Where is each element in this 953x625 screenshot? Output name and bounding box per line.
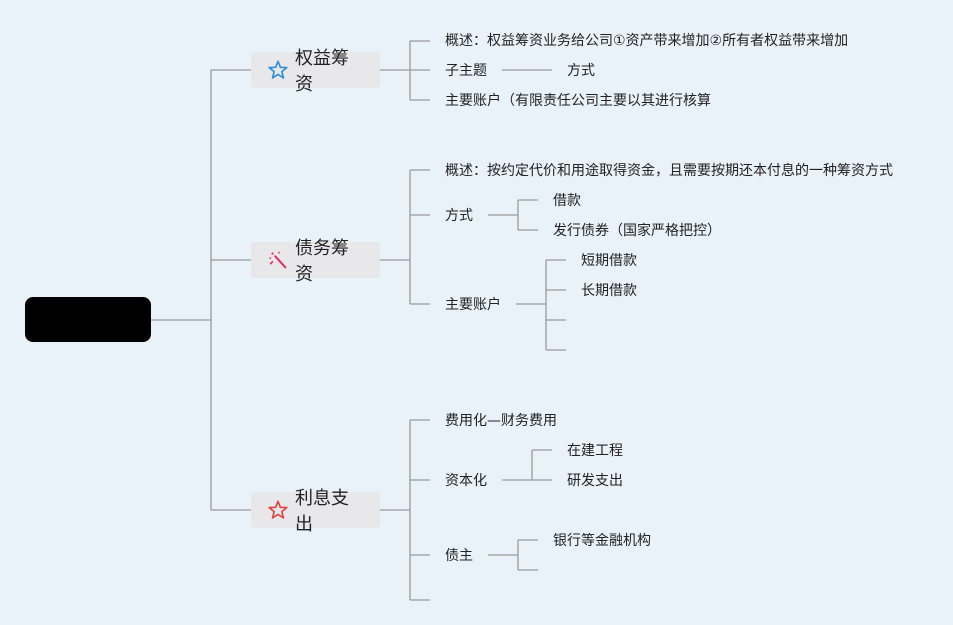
topic-equity-financing[interactable]: 权益筹资 — [251, 48, 380, 95]
debt-method-node[interactable]: 方式 — [445, 208, 473, 224]
equity-accounts-node[interactable]: 主要账户（有限责任公司主要以其进行核算 — [445, 93, 711, 109]
magic-wand-icon — [269, 251, 287, 269]
equity-subtopic-node[interactable]: 子主题 — [445, 63, 487, 79]
creditor-bank-node[interactable]: 银行等金融机构 — [553, 533, 651, 549]
debt-bond-node[interactable]: 发行债券（国家严格把控） — [553, 223, 721, 239]
debt-loan-node[interactable]: 借款 — [553, 193, 581, 209]
capitalize-construction-node[interactable]: 在建工程 — [567, 443, 623, 459]
topic-label: 利息支出 — [295, 488, 349, 535]
topic-label: 权益筹资 — [295, 48, 349, 95]
debt-overview-node[interactable]: 概述：按约定代价和用途取得资金，且需要按期还本付息的一种筹资方式 — [445, 163, 893, 179]
debt-long-term-loan-node[interactable]: 长期借款 — [581, 283, 637, 299]
star-outline-icon — [268, 500, 288, 519]
equity-method-node[interactable]: 方式 — [567, 63, 595, 79]
topic-debt-financing[interactable]: 债务筹资 — [251, 238, 380, 285]
interest-expense-node[interactable]: 费用化—财务费用 — [445, 413, 557, 429]
star-outline-icon — [268, 60, 288, 79]
topic-label: 债务筹资 — [295, 238, 349, 285]
interest-capitalize-node[interactable]: 资本化 — [445, 473, 487, 489]
topic-interest-expense[interactable]: 利息支出 — [251, 488, 380, 535]
debt-accounts-node[interactable]: 主要账户 — [445, 297, 501, 313]
debt-short-term-loan-node[interactable]: 短期借款 — [581, 253, 637, 269]
capitalize-rnd-node[interactable]: 研发支出 — [567, 473, 623, 489]
interest-creditor-node[interactable]: 债主 — [445, 548, 473, 564]
equity-overview-node[interactable]: 概述：权益筹资业务给公司①资产带来增加②所有者权益带来增加 — [445, 33, 849, 49]
root-node[interactable] — [25, 297, 151, 342]
